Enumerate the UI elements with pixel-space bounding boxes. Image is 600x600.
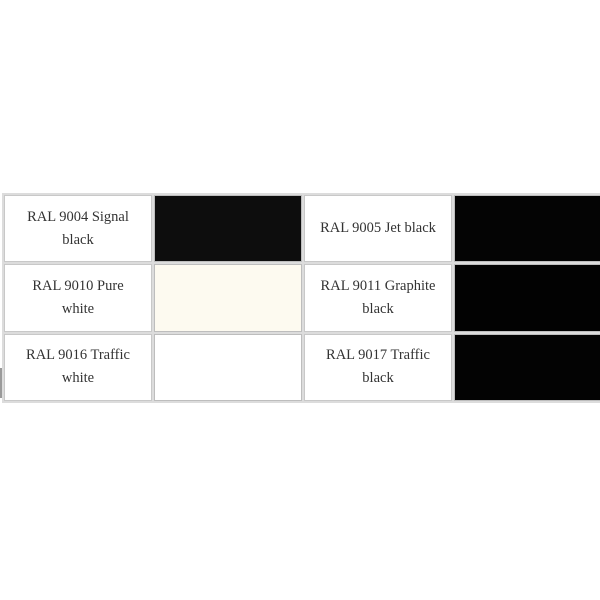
- table-row: RAL 9010 Pure white RAL 9011 Graphite bl…: [4, 264, 600, 332]
- color-swatch-ral-9010: [154, 264, 302, 332]
- color-swatch-ral-9017: [454, 333, 600, 401]
- table-row: RAL 9004 Signal black RAL 9005 Jet black: [4, 195, 600, 263]
- color-swatch-ral-9004: [154, 195, 302, 263]
- color-name-ral-9016: RAL 9016 Traffic white: [4, 333, 152, 401]
- color-swatch-ral-9005: [454, 195, 600, 263]
- table-row: RAL 9016 Traffic white RAL 9017 Traffic …: [4, 333, 600, 401]
- color-name-ral-9004: RAL 9004 Signal black: [4, 195, 152, 263]
- left-edge-mark: [0, 368, 3, 398]
- color-name-ral-9011: RAL 9011 Graphite black: [304, 264, 452, 332]
- color-name-ral-9010: RAL 9010 Pure white: [4, 264, 152, 332]
- color-name-ral-9005: RAL 9005 Jet black: [304, 195, 452, 263]
- color-name-ral-9017: RAL 9017 Traffic black: [304, 333, 452, 401]
- color-swatch-ral-9011: [454, 264, 600, 332]
- color-swatch-ral-9016: [154, 333, 302, 401]
- ral-color-table: RAL 9004 Signal black RAL 9005 Jet black…: [2, 193, 600, 403]
